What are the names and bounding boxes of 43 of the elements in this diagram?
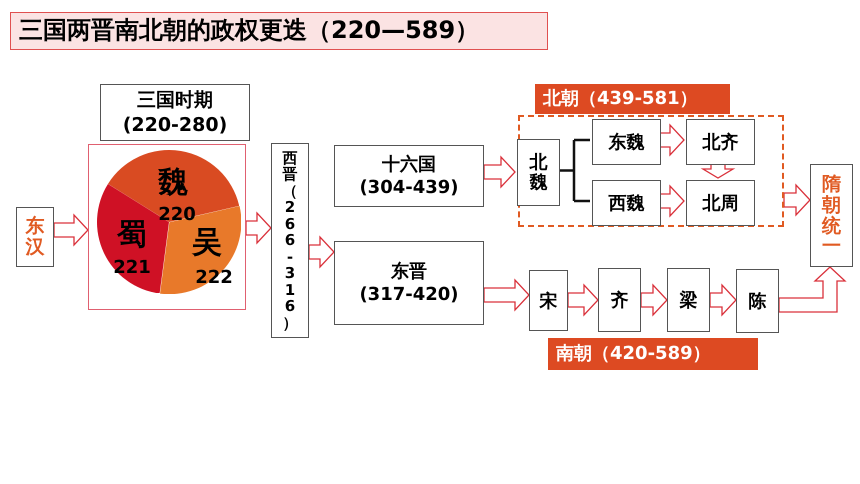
heading-band: 南朝（420-589） — [548, 338, 758, 370]
dynasty-box: 北周 — [686, 180, 755, 226]
dynasty-box: 陈 — [736, 269, 779, 333]
block-arrow — [308, 235, 335, 269]
block-arrow — [658, 123, 685, 157]
dynasty-box: 东魏 — [592, 119, 661, 165]
block-arrow — [658, 184, 685, 218]
dynasty-box: 齐 — [598, 268, 641, 332]
block-arrow — [778, 266, 847, 313]
state-name: 魏 — [158, 168, 188, 198]
year-label: 220 — [158, 206, 196, 224]
block-arrow — [783, 183, 811, 217]
period-box — [100, 84, 250, 141]
year-range: (304-439) — [359, 176, 459, 200]
block-arrow — [567, 283, 599, 317]
heading-band: 北朝（439-581） — [535, 84, 730, 114]
dynasty-box: 梁 — [667, 268, 710, 332]
dynasty-box — [334, 241, 484, 325]
dynasty-name: 东晋 — [391, 260, 427, 283]
title-banner: 三国两晋南北朝的政权更迭（220—589） — [10, 12, 548, 50]
state-name: 吴 — [192, 228, 222, 258]
block-arrow — [709, 283, 737, 317]
dynasty-box: 隋朝统一 — [810, 164, 853, 267]
year-label: 221 — [113, 258, 151, 277]
dynasty-name: 三国时期 — [137, 88, 213, 112]
block-arrow — [53, 213, 89, 247]
dynasty-box: 北魏 — [517, 139, 560, 206]
block-arrow — [483, 278, 530, 312]
year-range: (317-420) — [359, 283, 459, 306]
dynasty-box: 东汉 — [16, 207, 54, 267]
dynasty-box: 宋 — [529, 270, 568, 331]
block-arrow — [640, 283, 668, 317]
dynasty-box: 西魏 — [592, 180, 661, 226]
dynasty-box — [334, 145, 484, 207]
block-arrow — [245, 211, 272, 245]
dashed-frame — [518, 115, 784, 227]
dynasty-box: 西晋（266-316） — [271, 143, 309, 338]
block-arrow — [483, 155, 516, 189]
dynasty-box: 北齐 — [686, 119, 755, 165]
pie-frame — [88, 144, 246, 310]
dynasty-name: 十六国 — [382, 152, 436, 176]
year-range: (220-280) — [122, 112, 228, 138]
state-name: 蜀 — [117, 220, 147, 250]
